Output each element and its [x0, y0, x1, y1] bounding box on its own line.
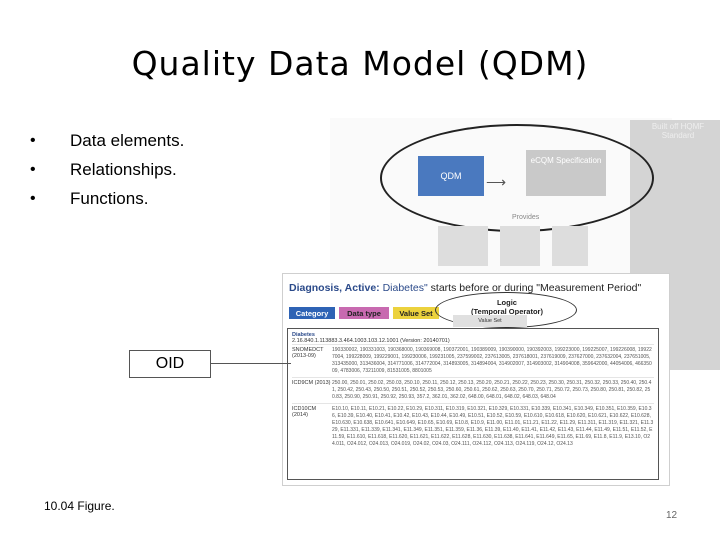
code-list: E10.10, E10.11, E10.21, E10.22, E10.29, … — [332, 406, 654, 447]
bullet-item: • Functions. — [30, 184, 184, 213]
provides-label: Provides — [512, 214, 540, 221]
code-system: ICD9CM (2013) — [292, 380, 331, 386]
bullet-list: • Data elements. • Relationships. • Functio… — [30, 126, 184, 213]
data-type-chip: Data type — [339, 307, 389, 319]
table-row: ICD9CM (2013) 250.00, 250.01, 250.02, 25… — [292, 377, 654, 403]
figure-caption: 10.04 Figure. — [44, 499, 115, 513]
qdm-figure: Built off HQMF Standard QDM ⟶ eCQM Speci… — [270, 118, 720, 486]
value-set-chip: Value Set — [393, 307, 439, 319]
value-set-oid: 2.16.840.1.113883.3.464.1003.103.12.1001… — [292, 338, 450, 344]
bullet-glyph: • — [30, 131, 36, 149]
computer-icon — [500, 226, 540, 266]
ecqm-overview-panel: Built off HQMF Standard QDM ⟶ eCQM Speci… — [330, 118, 720, 370]
bullet-text: Functions. — [70, 188, 149, 208]
code-list: 250.00, 250.01, 250.02, 250.03, 250.10, … — [332, 380, 652, 400]
value-set-table: Diabetes 2.16.840.1.113883.3.464.1003.10… — [287, 328, 659, 480]
criteria-header: Diagnosis, Active: Diabetes" starts befo… — [289, 282, 641, 294]
logic-line1: Logic — [496, 298, 517, 307]
code-list: 190330002, 190331003, 190368000, 1903690… — [332, 347, 652, 374]
table-row: SNOMEDCT (2013-09) 190330002, 190331003,… — [292, 344, 654, 377]
oid-leader-line — [209, 363, 291, 364]
table-row: ICD10CM (2014) E10.10, E10.11, E10.21, E… — [292, 403, 654, 450]
value-set-tab: Value Set — [453, 315, 527, 327]
document-icon — [552, 226, 588, 266]
code-system: SNOMEDCT (2013-09) — [292, 347, 324, 359]
logic-line2: (Temporal Operator) — [471, 307, 543, 316]
bullet-glyph: • — [30, 189, 36, 207]
bullet-glyph: • — [30, 160, 36, 178]
code-system: ICD10CM (2014) — [292, 406, 317, 418]
logic-label: Logic (Temporal Operator) — [471, 298, 543, 316]
bullet-text: Data elements. — [70, 130, 185, 150]
category-chip: Category — [289, 307, 335, 319]
value-set-name: Diabetes — [292, 332, 315, 338]
spec-box: eCQM Specification — [526, 150, 606, 196]
header-temporal: starts before or during "Measurement Per… — [430, 282, 642, 294]
criteria-panel: Diagnosis, Active: Diabetes" starts befo… — [282, 273, 670, 486]
header-datatype: Active: — [344, 282, 380, 294]
qdm-box: QDM — [418, 156, 484, 196]
bullet-item: • Relationships. — [30, 155, 184, 184]
arrow-icon: ⟶ — [486, 174, 507, 190]
logic-ellipse — [435, 292, 577, 328]
header-category: Diagnosis, — [289, 282, 343, 294]
bullet-item: • Data elements. — [30, 126, 184, 155]
people-icon — [438, 226, 488, 266]
hqmf-label: Built off HQMF Standard — [651, 122, 705, 140]
slide-title: Quality Data Model (QDM) — [131, 44, 589, 83]
header-valueset: Diabetes" — [382, 282, 428, 294]
bullet-text: Relationships. — [70, 159, 177, 179]
page-number: 12 — [666, 510, 678, 521]
oid-callout: OID — [129, 350, 211, 378]
